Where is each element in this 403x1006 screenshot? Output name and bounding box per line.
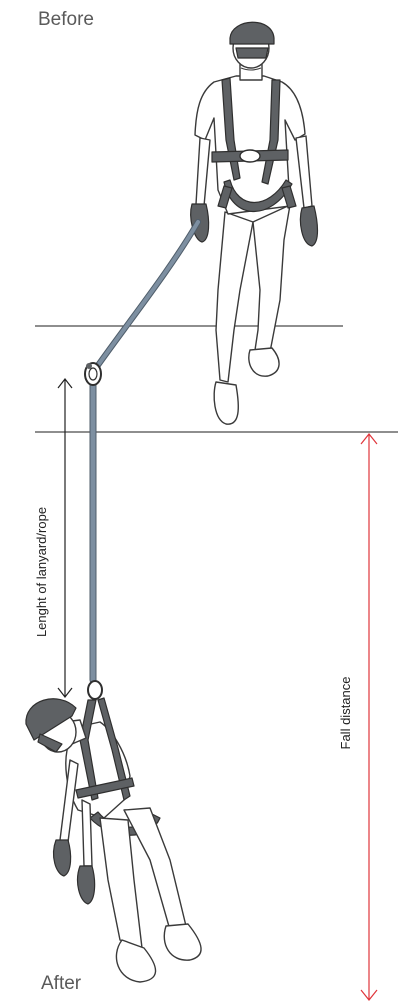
carabiner-icon	[84, 362, 102, 386]
chest-d-ring-icon	[239, 149, 261, 163]
lanyard-length-label: Lenght of lanyard/rope	[34, 507, 49, 637]
before-label: Before	[38, 9, 94, 30]
fall-distance-arrow	[360, 433, 378, 1001]
lanyard-length-arrow	[57, 378, 73, 698]
worker-hanging-figure	[25, 680, 202, 983]
fall-distance-label: Fall distance	[338, 677, 353, 750]
rope-lanyard	[89, 219, 201, 684]
after-label: After	[41, 973, 82, 994]
dorsal-d-ring-icon	[87, 680, 103, 700]
worker-standing-figure	[190, 21, 319, 425]
